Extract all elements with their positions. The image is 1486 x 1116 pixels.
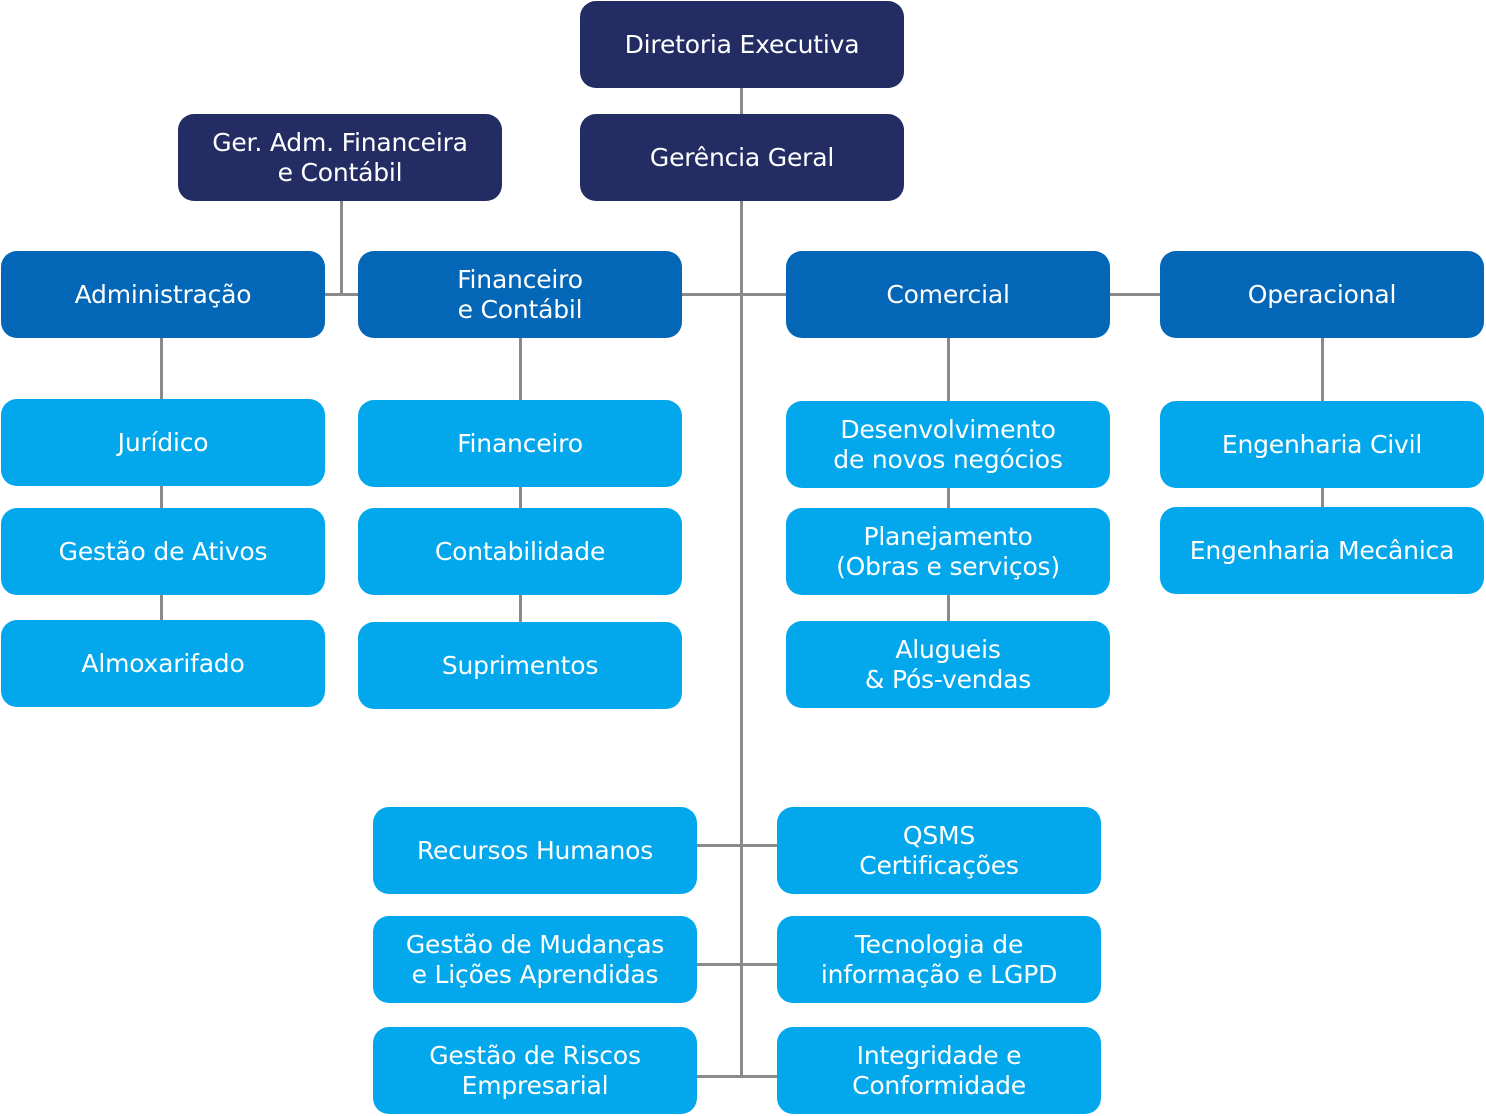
node-financeiro: Financeiro [358, 400, 682, 487]
node-label: Engenharia Mecânica [1189, 535, 1455, 565]
node-engenharia-civil: Engenharia Civil [1160, 401, 1484, 488]
connector-support-row1 [696, 844, 778, 847]
connector-diretoria-gerencia [740, 88, 743, 114]
node-label: Engenharia Civil [1221, 429, 1423, 459]
node-label: Suprimentos [441, 650, 599, 680]
node-label: Integridade e [856, 1040, 1022, 1070]
node-label: Gestão de Ativos [58, 536, 268, 566]
node-label: Comercial [886, 279, 1010, 309]
node-label: Recursos Humanos [416, 835, 654, 865]
node-juridico: Jurídico [1, 399, 325, 486]
node-label: Financeiro [457, 264, 583, 294]
node-qsms: QSMS Certificações [777, 807, 1101, 894]
node-label: Diretoria Executiva [624, 29, 860, 59]
node-label: Administração [74, 279, 252, 309]
node-label: Tecnologia de [854, 929, 1024, 959]
node-engenharia-mecanica: Engenharia Mecânica [1160, 507, 1484, 594]
connector-comercial-operacional [1110, 293, 1162, 296]
node-planejamento: Planejamento (Obras e serviços) [786, 508, 1110, 595]
node-ger-adm-financeira: Ger. Adm. Financeira e Contábil [178, 114, 502, 201]
node-label: de novos negócios [833, 444, 1063, 474]
node-administracao: Administração [1, 251, 325, 338]
node-almoxarifado: Almoxarifado [1, 620, 325, 707]
node-operacional: Operacional [1160, 251, 1484, 338]
node-label: Almoxarifado [81, 648, 245, 678]
node-label: Jurídico [117, 427, 209, 457]
node-gestao-de-riscos: Gestão de Riscos Empresarial [373, 1027, 697, 1114]
node-gerencia-geral: Gerência Geral [580, 114, 904, 201]
node-recursos-humanos: Recursos Humanos [373, 807, 697, 894]
node-label: (Obras e serviços) [836, 551, 1060, 581]
node-label: Contabilidade [434, 536, 606, 566]
node-label: QSMS [902, 820, 976, 850]
node-label: Alugueis [895, 634, 1001, 664]
node-diretoria-executiva: Diretoria Executiva [580, 1, 904, 88]
node-label: Conformidade [852, 1070, 1026, 1100]
node-label: Financeiro [457, 428, 583, 458]
node-financeiro-contabil: Financeiro e Contábil [358, 251, 682, 338]
connector-support-row2 [696, 963, 778, 966]
connector-administracao-financeiro [325, 293, 359, 296]
node-tecnologia: Tecnologia de informação e LGPD [777, 916, 1101, 1003]
node-label: Desenvolvimento [840, 414, 1056, 444]
node-label: Gestão de Mudanças [405, 929, 665, 959]
node-label: Ger. Adm. Financeira [212, 127, 468, 157]
node-comercial: Comercial [786, 251, 1110, 338]
node-gestao-de-mudancas: Gestão de Mudanças e Lições Aprendidas [373, 916, 697, 1003]
node-alugueis: Alugueis & Pós-vendas [786, 621, 1110, 708]
node-suprimentos: Suprimentos [358, 622, 682, 709]
connector-support-row3 [696, 1075, 778, 1078]
node-label: Gestão de Riscos [429, 1040, 641, 1070]
node-label: e Contábil [457, 294, 583, 324]
node-label: Planejamento [863, 521, 1033, 551]
node-gestao-de-ativos: Gestão de Ativos [1, 508, 325, 595]
node-desenvolvimento: Desenvolvimento de novos negócios [786, 401, 1110, 488]
connector-department-bar [682, 293, 788, 296]
node-label: e Contábil [277, 157, 403, 187]
node-label: Gerência Geral [649, 142, 835, 172]
node-label: Empresarial [461, 1070, 609, 1100]
node-label: informação e LGPD [820, 959, 1058, 989]
node-label: Certificações [859, 850, 1019, 880]
node-contabilidade: Contabilidade [358, 508, 682, 595]
node-integridade: Integridade e Conformidade [777, 1027, 1101, 1114]
connector-main-spine [740, 200, 743, 1078]
node-label: e Lições Aprendidas [411, 959, 659, 989]
connector-gerendm-vertical [340, 200, 343, 295]
node-label: Operacional [1247, 279, 1397, 309]
node-label: & Pós-vendas [864, 664, 1032, 694]
